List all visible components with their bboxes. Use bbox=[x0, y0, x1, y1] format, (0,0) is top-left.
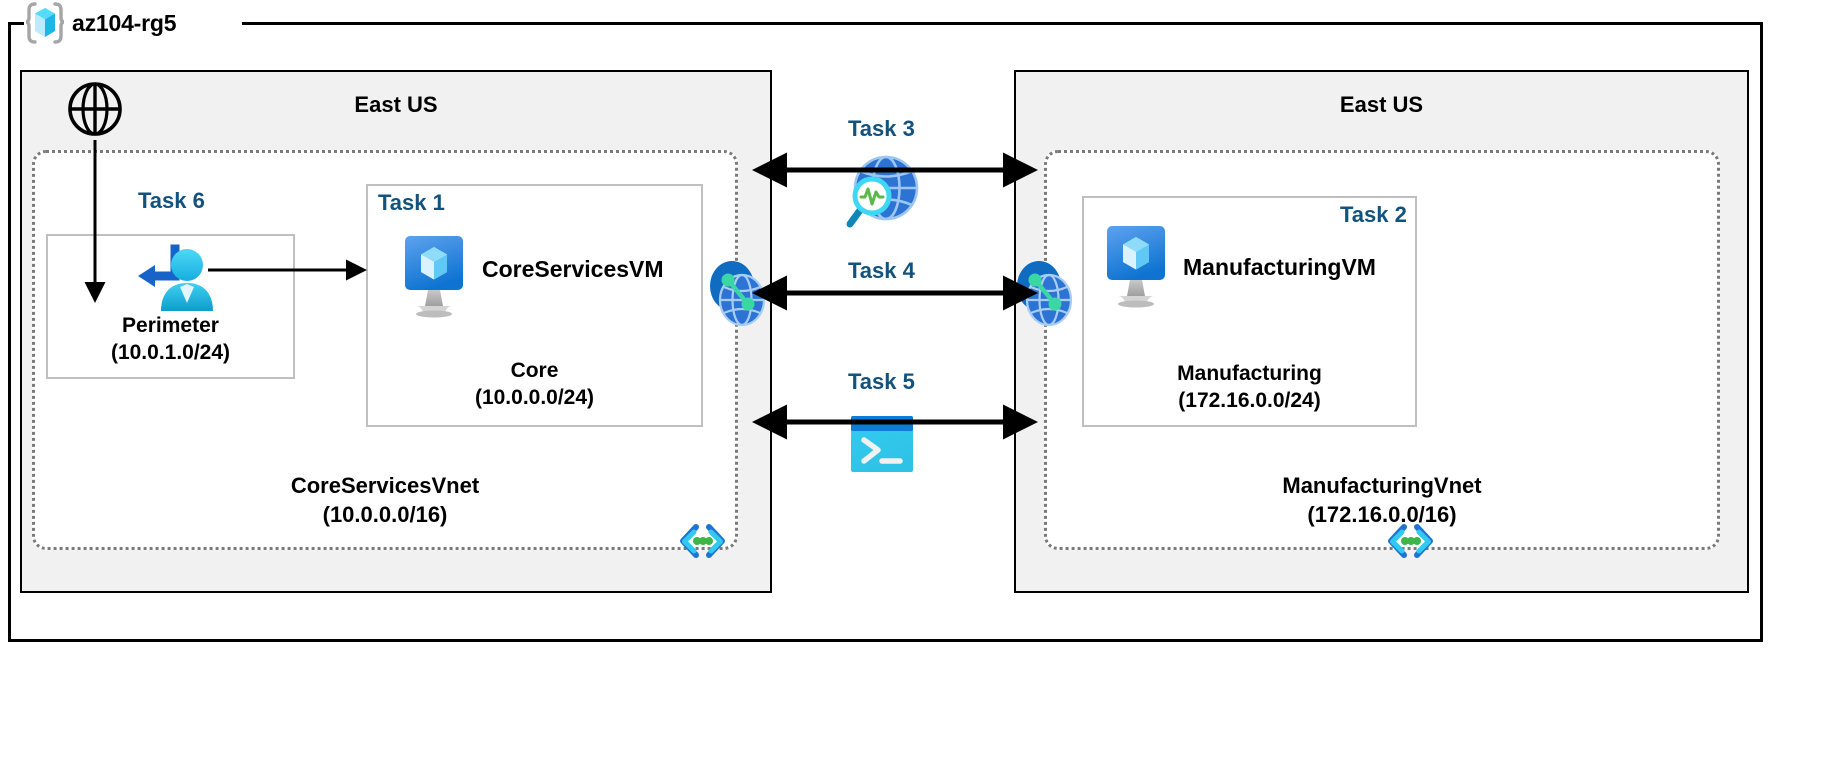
subnet-cidr-perimeter: (10.0.1.0/24) bbox=[110, 341, 231, 365]
task-label-task2: Task 2 bbox=[1340, 202, 1407, 227]
task-label-task1: Task 1 bbox=[378, 190, 445, 215]
vnet-peering-icon bbox=[1013, 258, 1077, 330]
resource-group-name: az104-rg5 bbox=[72, 9, 177, 36]
virtual-machine-icon bbox=[1101, 224, 1171, 308]
subnet-cidr-manufacturing: (172.16.0.0/24) bbox=[1178, 389, 1321, 413]
subnet-name-core: Core bbox=[510, 359, 559, 382]
subnet-cidr-core: (10.0.0.0/24) bbox=[474, 386, 595, 410]
subnet-name-perimeter: Perimeter bbox=[122, 314, 219, 337]
subnet-name-manufacturing: Manufacturing bbox=[1177, 362, 1322, 385]
vnet-peering-icon bbox=[706, 258, 770, 330]
resource-group-cube-icon bbox=[24, 1, 66, 45]
vnet-name-manufacturing: ManufacturingVnet bbox=[1282, 473, 1482, 498]
subnet-brackets-icon bbox=[1384, 519, 1436, 563]
subnet-caption-perimeter: Perimeter (10.0.1.0/24) bbox=[46, 312, 295, 367]
subnet-brackets-icon bbox=[676, 519, 728, 563]
subnet-caption-core: Core (10.0.0.0/24) bbox=[366, 357, 703, 412]
vm-label-manufacturingvm: ManufacturingVM bbox=[1183, 254, 1376, 280]
task-label-task6: Task 6 bbox=[138, 188, 205, 213]
vnet-caption-core: CoreServicesVnet (10.0.0.0/16) bbox=[35, 471, 735, 529]
task-label-task4: Task 4 bbox=[848, 258, 915, 283]
region-title-left: East US bbox=[354, 92, 438, 117]
subnet-box-core bbox=[366, 184, 703, 427]
network-watcher-icon bbox=[836, 152, 926, 232]
vnet-cidr-manufacturing: (172.16.0.0/16) bbox=[1307, 502, 1457, 528]
vnet-name-core: CoreServicesVnet bbox=[290, 473, 480, 498]
vnet-cidr-core: (10.0.0.0/16) bbox=[322, 502, 448, 528]
cloud-shell-icon bbox=[849, 414, 915, 474]
virtual-machine-icon bbox=[399, 234, 469, 318]
region-title-right: East US bbox=[1339, 92, 1424, 117]
internet-globe-icon bbox=[66, 80, 124, 138]
task-label-task3: Task 3 bbox=[848, 116, 915, 141]
subnet-caption-manufacturing: Manufacturing (172.16.0.0/24) bbox=[1082, 360, 1417, 415]
bastion-user-icon bbox=[125, 243, 217, 315]
resource-group-frame bbox=[8, 22, 1763, 642]
vm-label-coreservicesvm: CoreServicesVM bbox=[482, 256, 664, 282]
resource-group-header: az104-rg5 bbox=[24, 0, 242, 46]
task-label-task5: Task 5 bbox=[848, 369, 915, 394]
vnet-caption-manufacturing: ManufacturingVnet (172.16.0.0/16) bbox=[1047, 471, 1717, 529]
